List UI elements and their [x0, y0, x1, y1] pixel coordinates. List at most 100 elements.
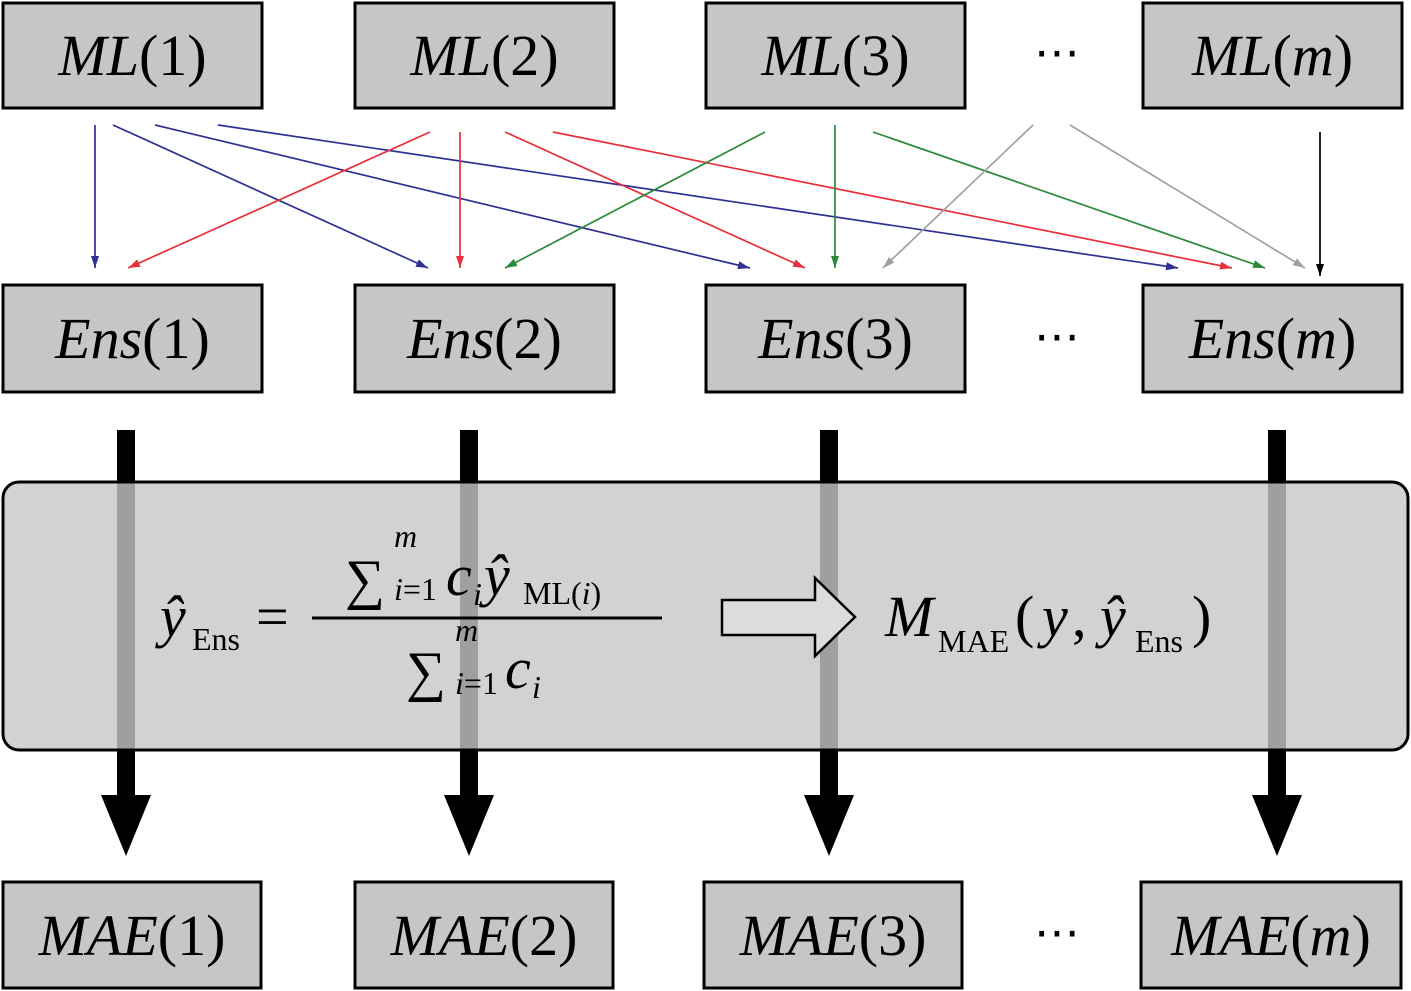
- ensemble-panel-bg: [3, 482, 1408, 750]
- label-name: Ens: [757, 306, 845, 371]
- arrow-ml3-to-ensm: [872, 131, 1266, 269]
- ens-1-box-rect: [1, 283, 264, 394]
- ml-2-label: ML(2): [409, 23, 558, 88]
- ml-m-box-rect: [1141, 1, 1404, 110]
- label-index: 3: [865, 306, 894, 371]
- close-paren: ): [206, 903, 225, 968]
- label-name: ML: [57, 23, 139, 88]
- ml-1-box-rect: [1, 1, 264, 110]
- open-paren: (: [1273, 23, 1292, 88]
- ens-1-label: Ens(1): [54, 306, 210, 371]
- denominator-sum-lower: i=1: [455, 665, 498, 701]
- result-ens-subscript: Ens: [1135, 623, 1183, 659]
- label-name: MAE: [739, 903, 859, 968]
- ml-3-box: ML(3): [704, 1, 967, 110]
- label-name: Ens: [406, 306, 494, 371]
- ml-m-box: ML(m): [1141, 1, 1404, 110]
- mae-2-label: MAE(2): [390, 903, 578, 968]
- close-paren: ): [539, 23, 558, 88]
- open-paren: (: [842, 23, 861, 88]
- index-variable: i: [455, 665, 464, 701]
- mae-m-label: MAE(m): [1170, 903, 1371, 968]
- open-paren: (: [1290, 903, 1309, 968]
- label-index: m: [1292, 23, 1334, 88]
- open-paren: (: [1276, 306, 1295, 371]
- flow-arrow-3-head: [804, 795, 854, 856]
- flow-arrow-1-head: [101, 795, 151, 856]
- close-paren: ): [1334, 23, 1353, 88]
- mae-2-box-rect: [353, 880, 615, 990]
- close-paren: ): [558, 903, 577, 968]
- label-name: MAE: [38, 903, 158, 968]
- ens-3-label: Ens(3): [757, 306, 913, 371]
- ml-1-box: ML(1): [1, 1, 264, 110]
- label-name: MAE: [390, 903, 510, 968]
- label-index: 3: [878, 903, 907, 968]
- result-open-paren: (: [1015, 584, 1034, 649]
- lhs-y-hat: ŷ: [155, 584, 186, 649]
- ensemble-panel: ŷ Ens = ∑ m i=1 c i ŷ ML(i) ∑ m i=1 c i …: [1, 480, 1410, 752]
- label-name: ML: [760, 23, 842, 88]
- result-comma: ,: [1072, 584, 1087, 649]
- mae-m-box-rect: [1139, 880, 1403, 990]
- mae-1-box: MAE(1): [1, 880, 263, 990]
- label-name: ML: [409, 23, 491, 88]
- arrow-ellipsis-to-ens3: [882, 124, 1034, 269]
- numerator-sum-lower: i=1: [394, 571, 437, 607]
- open-paren: (: [845, 306, 864, 371]
- mae-3-box-rect: [702, 880, 964, 990]
- ens-m-label: Ens(m): [1188, 306, 1357, 371]
- ens-row: Ens(1) Ens(2) Ens(3) ⋯ Ens(m): [1, 283, 1404, 394]
- ens-3-box-rect: [704, 283, 967, 394]
- denominator-coef-subscript: i: [532, 669, 541, 705]
- index-start: =1: [403, 571, 437, 607]
- numerator-coef-subscript: i: [473, 576, 482, 612]
- label-name: ML: [1191, 23, 1273, 88]
- ens-2-label: Ens(2): [406, 306, 562, 371]
- mae-ellipsis: ⋯: [1034, 905, 1080, 959]
- index-variable: i: [394, 571, 403, 607]
- numerator-ml-subscript: ML(i): [523, 575, 601, 611]
- label-index: 1: [177, 903, 206, 968]
- label-index: 3: [861, 23, 890, 88]
- ml-2-box-rect: [353, 1, 616, 110]
- ens-m-box-rect: [1141, 283, 1404, 394]
- ml-1-label: ML(1): [57, 23, 206, 88]
- close-paren: ): [890, 23, 909, 88]
- arrow-ml2-to-ens3: [504, 131, 806, 269]
- label-index: m: [1310, 903, 1352, 968]
- open-paren: (: [139, 23, 158, 88]
- ml-ellipsis: ⋯: [1034, 25, 1080, 79]
- label-index: 1: [162, 306, 191, 371]
- label-index: i: [582, 575, 591, 611]
- ens-3-box: Ens(3): [704, 283, 967, 394]
- flow-arrow-2-head: [444, 795, 494, 856]
- thin-arrows: [91, 124, 1324, 276]
- close-paren: ): [1352, 903, 1371, 968]
- ensemble-panel-border: [1, 480, 1410, 752]
- implies-arrow-icon: [720, 575, 857, 659]
- open-paren: (: [158, 903, 177, 968]
- close-paren: ): [894, 306, 913, 371]
- ens-2-box: Ens(2): [353, 283, 616, 394]
- ml-row: ML(1) ML(2) ML(3) ⋯ ML(m): [1, 1, 1404, 110]
- ens-2-box-rect: [353, 283, 616, 394]
- open-paren: (: [491, 23, 510, 88]
- mae-3-box: MAE(3): [702, 880, 964, 990]
- denominator-coef: c: [505, 636, 531, 701]
- mae-m-box: MAE(m): [1139, 880, 1403, 990]
- label-name: Ens: [54, 306, 142, 371]
- flow-arrow-m-head: [1252, 795, 1302, 856]
- arrow-ml3-to-ens2: [504, 131, 766, 269]
- label-index: 2: [514, 306, 543, 371]
- label-index: m: [1295, 306, 1337, 371]
- close-paren: ): [591, 575, 602, 611]
- ens-1-box: Ens(1): [1, 283, 264, 394]
- ml-3-label: ML(3): [760, 23, 909, 88]
- ml-3-box-rect: [704, 1, 967, 110]
- ml-2-box: ML(2): [353, 1, 616, 110]
- result-close-paren: ): [1192, 584, 1211, 649]
- mae-3-label: MAE(3): [739, 903, 927, 968]
- close-paren: ): [187, 23, 206, 88]
